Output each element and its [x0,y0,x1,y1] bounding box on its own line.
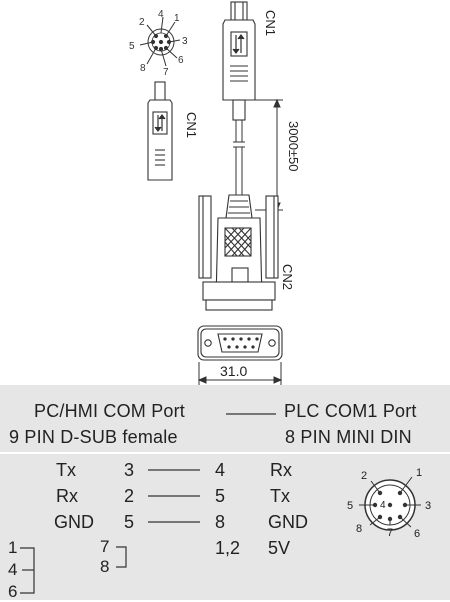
pin-left-5: 5 [124,512,135,532]
cn1-plug [222,1,256,121]
pin-right-4: 4 [215,460,226,480]
din-pin-label-6: 6 [414,528,420,540]
din-pin-label-7: 7 [387,527,393,539]
swap-arrows-icon [232,34,245,54]
mini-din-pin-label-4: 4 [158,9,164,20]
din-pin-label-4: 4 [380,500,386,511]
signal-right-gnd: GND [268,512,308,532]
pin-right-5: 5 [215,486,226,506]
pin-right-8: 8 [215,512,226,532]
signal-right-5v: 5V [268,538,291,558]
cable-drawing: 1 2 3 4 5 6 7 8 CN1 CN1 [129,1,301,385]
width-dimension-label: 31.0 [220,363,247,379]
mini-din-pinout: 1 2 3 4 5 6 7 8 [347,467,431,540]
mini-din-plug-side [147,81,173,181]
right-port-title: PLC COM1 Port [284,401,417,421]
left-port-title: PC/HMI COM Port [34,401,186,421]
swap-arrows-icon [154,114,166,132]
din-pin-label-1: 1 [416,467,422,479]
mini-din-pin-label-2: 2 [139,17,145,28]
signal-left-rx: Rx [56,486,78,506]
cn1-side-label: CN1 [184,112,199,138]
cable [233,120,245,195]
din-pin-label-5: 5 [347,500,353,512]
table-lines [0,413,450,594]
signal-right-rx: Rx [270,460,292,480]
dsub-face [197,325,283,361]
cn2-label: CN2 [280,264,295,290]
signal-right-tx: Tx [270,486,290,506]
signal-left-gnd: GND [54,512,94,532]
jumper-left-pin-1: 1 [8,538,18,557]
mini-din-pin-label-1: 1 [174,13,180,24]
jumper-left-pin-4: 4 [8,560,18,579]
signal-left-tx: Tx [56,460,76,480]
pin-left-2: 2 [124,486,135,506]
din-pin-label-2: 2 [361,470,367,482]
jumper-right-pin-8: 8 [100,557,110,576]
jumper-left-pin-6: 6 [8,582,18,601]
right-port-subtitle: 8 PIN MINI DIN [285,427,412,447]
mini-din-pin-label-7: 7 [163,67,169,78]
cn2-connector [198,194,279,311]
mini-din-pin-label-3: 3 [182,36,188,47]
mini-din-pin-label-6: 6 [178,55,184,66]
pin-left-3: 3 [124,460,135,480]
jumper-right-pin-7: 7 [100,537,110,556]
mini-din-pin-label-8: 8 [140,63,146,74]
mini-din-face-small [139,16,181,67]
cn1-top-label: CN1 [263,10,278,36]
length-dimension-label: 3000±50 [286,121,301,172]
width-dimension [197,362,283,385]
length-dimension [255,98,283,212]
din-pin-label-8: 8 [356,523,362,535]
mini-din-pin-label-5: 5 [129,41,135,52]
left-port-subtitle: 9 PIN D-SUB female [9,427,178,447]
pinout-table: PC/HMI COM Port 9 PIN D-SUB female PLC C… [0,385,450,601]
pins-right-1-2: 1,2 [215,538,241,558]
din-pin-label-3: 3 [425,500,431,512]
